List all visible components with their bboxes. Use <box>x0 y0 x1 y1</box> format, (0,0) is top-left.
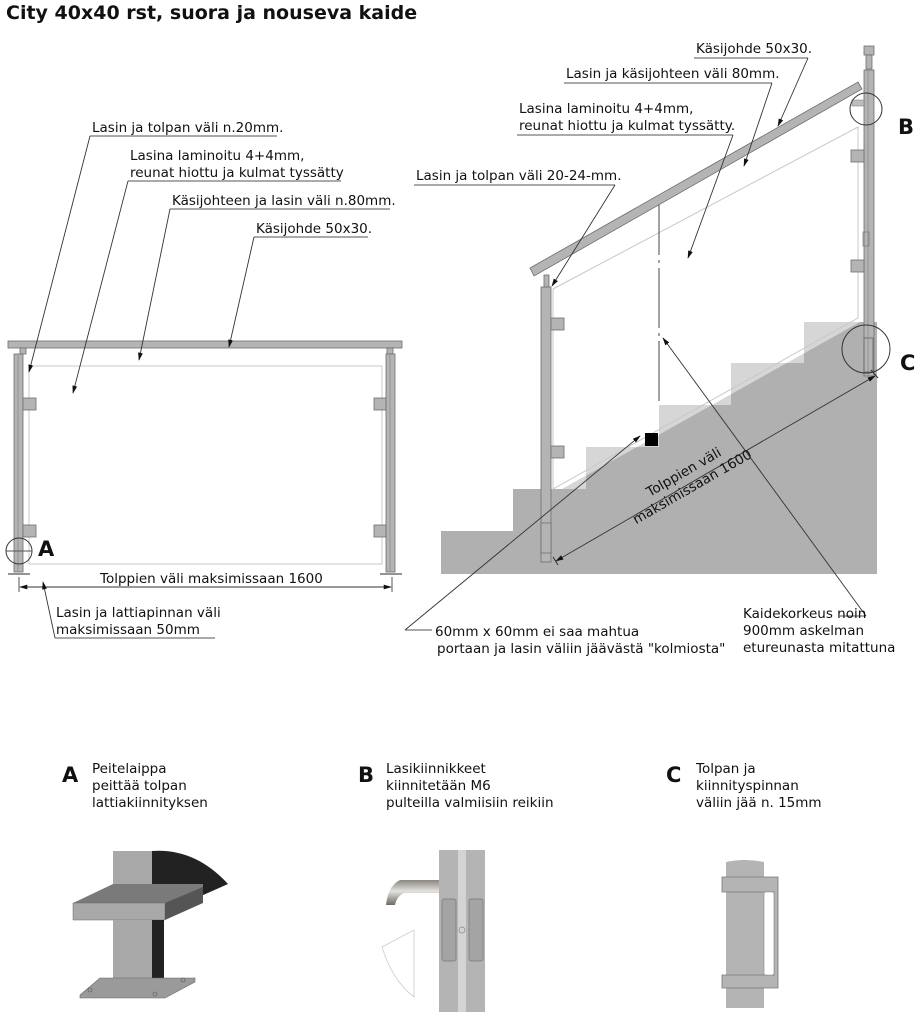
detail-marker-b: B <box>898 115 914 139</box>
base-plate <box>79 977 196 999</box>
handrail-sloped <box>529 81 863 277</box>
post-lower <box>540 286 552 563</box>
detail-b-text-1: Lasikiinnikkeet <box>386 761 486 777</box>
post-upper <box>863 69 875 377</box>
detail-c: C Tolpan ja kiinnityspinnan väliin jää n… <box>666 761 822 1008</box>
glass-spec-label-2: reunat hiottu ja kulmat tyssätty <box>130 165 344 181</box>
post-left <box>13 353 24 573</box>
height-note-1: Kaidekorkeus noin <box>743 606 866 622</box>
glass-spec-label-1: Lasina laminoitu 4+4mm, <box>130 148 304 164</box>
detail-c-letter: C <box>666 763 681 787</box>
glass-clip <box>850 149 865 163</box>
straight-railing: A Tolppien väli maksimissaan 1600 Lasin … <box>5 120 403 639</box>
handrail-label: Käsijohde 50x30. <box>256 221 372 237</box>
post-spacing-label: Tolppien väli maksimissaan 1600 <box>99 571 323 587</box>
glass-clip <box>550 317 565 331</box>
detail-c-text-2: kiinnityspinnan <box>696 778 799 794</box>
height-note-2: 900mm askelman <box>743 623 864 639</box>
stair-glass-spec-2: reunat hiottu ja kulmat tyssätty. <box>519 118 735 134</box>
glass-clip <box>550 445 565 459</box>
handrail-bracket <box>386 880 439 905</box>
floor-gap-label-2: maksimissaan 50mm <box>56 622 200 638</box>
floor-gap-label-1: Lasin ja lattiapinnan väli <box>56 605 221 621</box>
post-bottom <box>726 860 764 1008</box>
glass-clip <box>373 524 387 538</box>
glass-post-gap-label: Lasin ja tolpan väli n.20mm. <box>92 120 283 136</box>
post-cap-right <box>386 347 394 355</box>
page-title: City 40x40 rst, suora ja nouseva kaide <box>6 2 417 24</box>
detail-b-text-3: pulteilla valmiisiin reikiin <box>386 795 554 811</box>
glass-clamp <box>468 898 484 962</box>
detail-marker-c: C <box>900 351 915 375</box>
glass-handrail-gap-label: Lasin ja käsijohteen väli 80mm. <box>566 66 780 82</box>
cover-plate <box>72 902 166 921</box>
post-cap-left <box>19 347 27 355</box>
detail-b-letter: B <box>358 763 374 787</box>
stair-post-spacing-dimension <box>555 375 876 562</box>
stair-railing: B C Tolppien väli maksimissaan 1600 60mm… <box>404 41 915 657</box>
stair-handrail-label: Käsijohde 50x30. <box>696 41 812 57</box>
detail-circle-b <box>849 92 883 126</box>
detail-b: B Lasikiinnikkeet kiinnitetään M6 pultei… <box>358 761 554 1012</box>
glass-clip <box>850 259 865 273</box>
height-note-3: etureunasta mitattuna <box>743 640 895 656</box>
detail-b-text-2: kiinnitetään M6 <box>386 778 491 794</box>
post-stub <box>113 920 152 980</box>
post-right <box>385 353 396 573</box>
detail-a: A Peitelaippa peittää tolpan lattiakiinn… <box>62 761 228 999</box>
detail-circle-c <box>841 324 891 374</box>
glass-clamp <box>441 898 457 962</box>
stair-glass-post-gap-label: Lasin ja tolpan väli 20-24-mm. <box>416 168 621 184</box>
detail-c-text-1: Tolpan ja <box>695 761 756 777</box>
handrail <box>7 340 403 349</box>
triangle-note-2: portaan ja lasin väliin jäävästä "kolmio… <box>437 641 725 657</box>
glass-clip <box>22 397 37 411</box>
detail-c-text-3: väliin jää n. 15mm <box>696 795 822 811</box>
detail-marker-a: A <box>38 537 55 561</box>
glass-panel-sloped <box>552 126 859 490</box>
glass-clip <box>373 397 387 411</box>
glass-clip <box>22 524 37 538</box>
sixty-mm-square <box>645 433 658 446</box>
triangle-note-1: 60mm x 60mm ei saa mahtua <box>435 624 639 640</box>
glass-panel <box>28 365 383 565</box>
detail-a-text-1: Peitelaippa <box>92 761 167 777</box>
detail-a-text-3: lattiakiinnityksen <box>92 795 208 811</box>
detail-a-text-2: peittää tolpan <box>92 778 187 794</box>
detail-a-letter: A <box>62 763 79 787</box>
mounting-bracket <box>721 876 779 989</box>
handrail-glass-gap-label: Käsijohteen ja lasin väli n.80mm. <box>172 193 396 209</box>
stair-glass-spec-1: Lasina laminoitu 4+4mm, <box>519 101 693 117</box>
